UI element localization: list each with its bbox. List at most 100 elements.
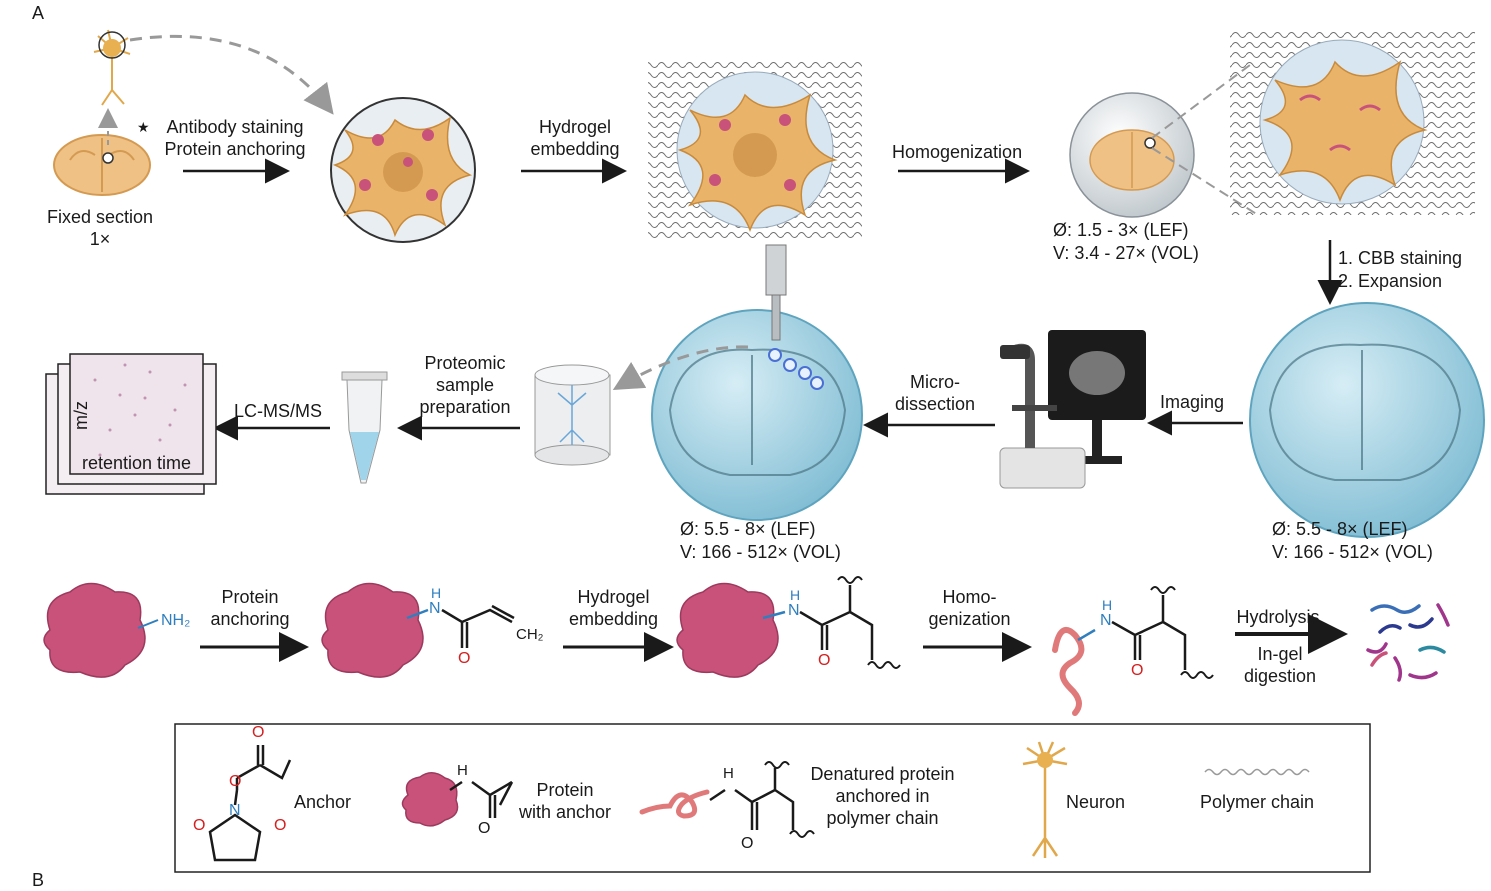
legend-line: with anchor	[518, 802, 612, 822]
chem-step3-label: Homo- genization	[922, 586, 1017, 630]
expanded-right-diameter: Ø: 5.5 - 8× (LEF)	[1272, 519, 1408, 539]
step-antibody-label: Antibody staining Protein anchoring	[155, 116, 315, 160]
step-line: Homo-	[942, 587, 997, 607]
legend-line: Denatured protein	[810, 764, 955, 784]
neuron-icon	[93, 29, 131, 106]
step-homogenization-label: Homogenization	[892, 142, 1023, 162]
chem-nh-3: N	[1100, 612, 1112, 629]
step-line: Hydrogel	[577, 587, 650, 607]
legend-line: anchored in	[835, 786, 930, 806]
chem-step1-label: Protein anchoring	[195, 586, 305, 630]
legend-polymer-label: Polymer chain	[1200, 792, 1315, 812]
legend-protein-with-anchor	[401, 772, 514, 827]
step-lcms-label: LC-MS/MS	[234, 401, 323, 421]
chem-o-1: O	[458, 650, 471, 667]
step-line: sample	[435, 375, 495, 395]
legend-box	[174, 723, 1371, 873]
chem-nh-1: N	[429, 600, 441, 617]
small-gel-diameter: Ø: 1.5 - 3× (LEF)	[1053, 220, 1189, 240]
step-microdissection-label: Micro- dissection	[880, 371, 990, 415]
fixed-section-caption: Fixed section 1×	[30, 206, 170, 250]
dashed-arrow-sample	[612, 345, 749, 391]
step-line: Micro-	[910, 372, 960, 392]
step-line: digestion	[1243, 666, 1317, 686]
denatured-protein-chem	[1052, 586, 1214, 716]
legend-anchor-label: Anchor	[294, 792, 352, 812]
plot-y-axis-label: m/z	[71, 401, 91, 430]
homogenized-zoom	[1230, 30, 1475, 215]
lcms-plot-stack	[45, 353, 217, 495]
step-expansion-label: 2. Expansion	[1338, 271, 1443, 291]
legend-denatured-protein	[639, 761, 815, 838]
legend-denatured-label: Denatured protein anchored in polymer ch…	[800, 763, 965, 829]
legend-o-right: O	[274, 817, 287, 834]
small-gel-volume: V: 3.4 - 27× (VOL)	[1053, 243, 1199, 263]
chem-step4-bottom-label: In-gel digestion	[1235, 643, 1325, 687]
caption-line: 1×	[89, 229, 111, 249]
step-line: embedding	[530, 139, 620, 159]
chem-ch2: CH₂	[516, 626, 544, 643]
hydrogel-embedded-tissue	[648, 62, 862, 242]
legend-h-denatured: H	[723, 765, 734, 782]
step-line: embedding	[568, 609, 659, 629]
legend-anchor-structure	[208, 745, 292, 862]
step-cbb-label: 1. CBB staining	[1338, 248, 1463, 268]
step-line: In-gel	[1257, 644, 1303, 664]
step-hydrogel-label: Hydrogel embedding	[520, 116, 630, 160]
expanded-center-diameter: Ø: 5.5 - 8× (LEF)	[680, 519, 816, 539]
step-line: Hydrogel	[538, 117, 612, 137]
expanded-center-volume: V: 166 - 512× (VOL)	[680, 542, 841, 562]
expanded-gel-right	[1249, 302, 1485, 538]
chem-o-2: O	[818, 652, 831, 669]
step-line: genization	[928, 609, 1011, 629]
fixed-section-icon	[53, 134, 151, 196]
step-line: dissection	[894, 394, 976, 414]
sample-cylinder-icon	[534, 364, 611, 466]
protein-blob-1	[43, 582, 159, 678]
punch-tool-icon	[765, 244, 787, 341]
caption-line: Fixed section	[46, 207, 154, 227]
tube-icon	[341, 371, 388, 484]
protein-blob-2	[321, 582, 515, 678]
legend-o-denatured: O	[741, 835, 754, 852]
step-line: Antibody staining	[166, 117, 304, 137]
legend-line: Protein	[536, 780, 594, 800]
legend-n: N	[229, 802, 241, 819]
protein-blob-3	[676, 576, 901, 678]
chem-h-3: H	[1102, 597, 1113, 613]
legend-h-protein: H	[457, 762, 468, 779]
legend-line: polymer chain	[826, 808, 939, 828]
step-proteomic-label: Proteomic sample preparation	[405, 352, 525, 418]
legend-polymer-chain	[1204, 768, 1310, 776]
step-imaging-label: Imaging	[1160, 392, 1225, 412]
star-marker: ★	[137, 119, 150, 135]
step-line: Protein anchoring	[164, 139, 306, 159]
microscope-icon	[999, 330, 1146, 489]
legend-o-ester: O	[229, 773, 242, 790]
legend-neuron-icon	[1022, 741, 1068, 858]
chem-step2-label: Hydrogel embedding	[556, 586, 671, 630]
panel-label-a: A	[32, 3, 45, 23]
chem-h-1: H	[431, 585, 442, 601]
legend-o-top: O	[252, 724, 265, 741]
legend-neuron-label: Neuron	[1066, 792, 1126, 812]
legend-o-protein: O	[478, 820, 491, 837]
step-line: Protein	[221, 587, 279, 607]
legend-o-left: O	[193, 817, 206, 834]
homogenized-gel-sphere	[1069, 92, 1195, 218]
chem-o-3: O	[1131, 662, 1144, 679]
legend-protein-label: Protein with anchor	[505, 779, 625, 823]
step-line: anchoring	[210, 609, 290, 629]
dashed-arrow-zoom	[129, 34, 334, 115]
anchored-tissue-circle	[330, 97, 476, 243]
plot-x-axis-label: retention time	[82, 453, 192, 473]
peptide-fragments-icon	[1366, 603, 1450, 682]
chem-nh2: NH₂	[161, 612, 191, 629]
expanded-right-volume: V: 166 - 512× (VOL)	[1272, 542, 1433, 562]
step-line: Proteomic	[424, 353, 506, 373]
step-line: preparation	[419, 397, 511, 417]
chem-step4-top-label: Hydrolysis	[1236, 607, 1320, 627]
chem-h-2: H	[790, 587, 801, 603]
chem-nh-2: N	[788, 602, 800, 619]
